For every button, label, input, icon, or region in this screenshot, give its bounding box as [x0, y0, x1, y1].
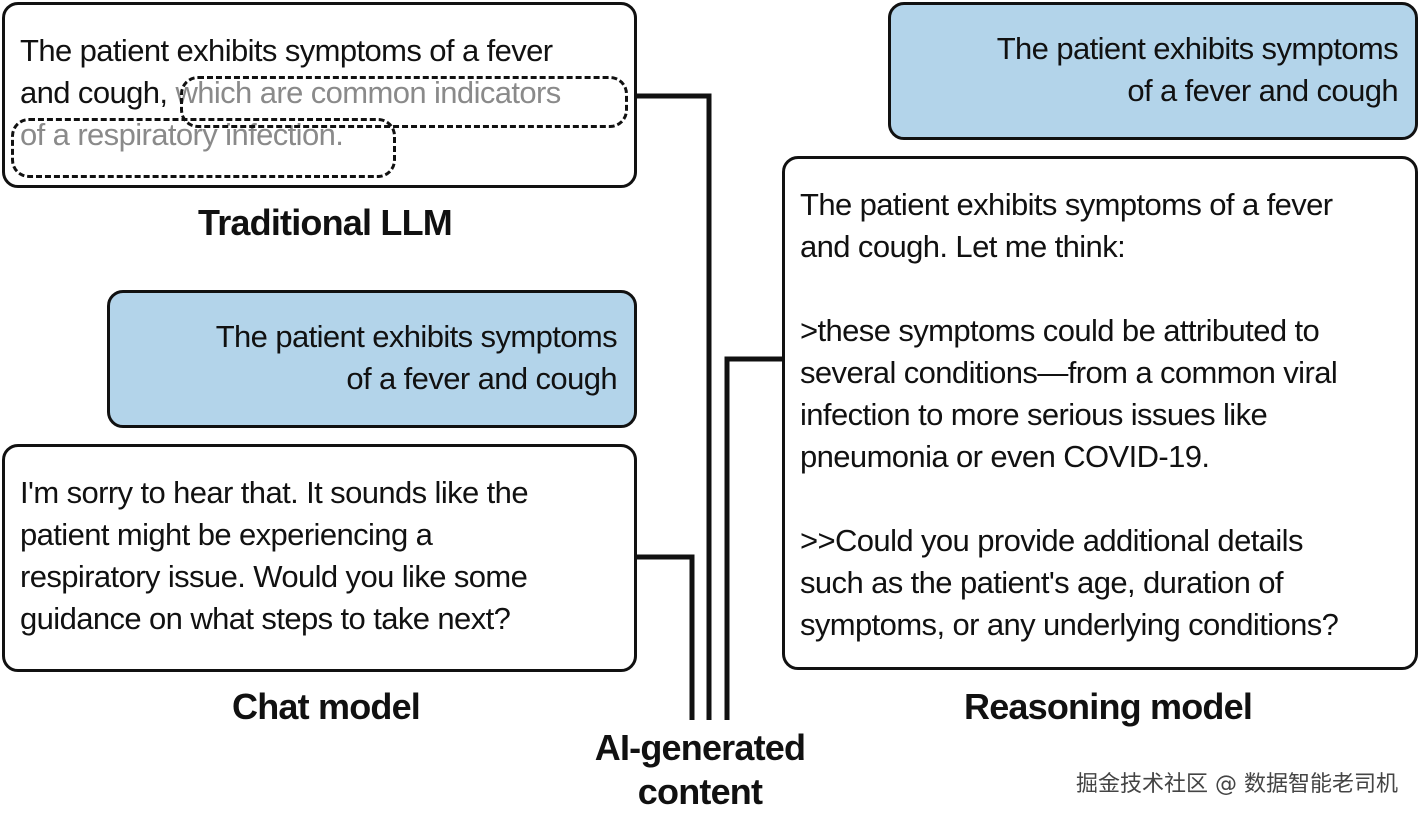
chat-prompt-line-2: of a fever and cough: [346, 361, 617, 396]
chat-response-line-4: guidance on what steps to take next?: [20, 601, 511, 636]
chat-response-text: I'm sorry to hear that. It sounds like t…: [20, 472, 529, 640]
reasoning-p1-line-2: and cough. Let me think:: [800, 229, 1126, 264]
reasoning-prompt-box: [888, 2, 1418, 140]
reasoning-p3-line-2: such as the patient's age, duration of: [800, 565, 1284, 600]
reasoning-response-text: The patient exhibits symptoms of a fever…: [800, 184, 1339, 646]
reasoning-paragraph-2: >these symptoms could be attributed to s…: [800, 310, 1338, 478]
ai-generated-content-label: AI-generated content: [560, 726, 840, 814]
reasoning-paragraph-3: >>Could you provide additional details s…: [800, 520, 1339, 646]
traditional-generated-part: which are common indicators: [175, 75, 561, 110]
chat-prompt-text: The patient exhibits symptoms of a fever…: [107, 316, 618, 400]
center-label-line-1: AI-generated: [594, 727, 806, 768]
reasoning-paragraph-1: The patient exhibits symptoms of a fever…: [800, 184, 1338, 268]
reasoning-p1-line-1: The patient exhibits symptoms of a fever: [800, 187, 1333, 222]
reasoning-p3-line-3: symptoms, or any underlying conditions?: [800, 607, 1339, 642]
center-label-line-2: content: [637, 771, 763, 812]
reasoning-response-box: [782, 156, 1418, 670]
chat-model-label: Chat model: [232, 686, 421, 727]
chat-response-line-3: respiratory issue. Would you like some: [20, 559, 528, 594]
traditional-llm-box: [2, 2, 637, 188]
traditional-llm-label: Traditional LLM: [198, 202, 453, 243]
traditional-llm-text: The patient exhibits symptoms of a fever…: [20, 30, 561, 156]
reasoning-p3-line-1: >>Could you provide additional details: [800, 523, 1303, 558]
reasoning-prompt-text: The patient exhibits symptoms of a fever…: [888, 28, 1399, 112]
reasoning-p2-line-4: pneumonia or even COVID-19.: [800, 439, 1210, 474]
traditional-line-3: of a respiratory infection.: [20, 117, 344, 152]
connector-chat: [636, 554, 695, 720]
chat-response-box: [2, 444, 637, 672]
connector-reasoning: [724, 356, 783, 720]
chat-prompt-box: [107, 290, 637, 428]
reasoning-p2-line-1: >these symptoms could be attributed to: [800, 313, 1320, 348]
reasoning-prompt-line-1: The patient exhibits symptoms: [996, 31, 1399, 66]
chat-response-line-1: I'm sorry to hear that. It sounds like t…: [20, 475, 529, 510]
traditional-line-1: The patient exhibits symptoms of a fever: [20, 33, 553, 68]
traditional-line-2-start: and cough,: [20, 75, 176, 110]
watermark: 掘金技术社区 @ 数据智能老司机: [1076, 772, 1398, 797]
connector-traditional: [636, 93, 712, 720]
reasoning-p2-line-2: several conditions—from a common viral: [800, 355, 1338, 390]
reasoning-p2-line-3: infection to more serious issues like: [800, 397, 1268, 432]
reasoning-prompt-line-2: of a fever and cough: [1127, 73, 1398, 108]
chat-response-line-2: patient might be experiencing a: [20, 517, 433, 552]
reasoning-model-label: Reasoning model: [964, 686, 1253, 727]
chat-prompt-line-1: The patient exhibits symptoms: [215, 319, 618, 354]
traditional-line-2: and cough, which are common indicators: [20, 72, 561, 114]
